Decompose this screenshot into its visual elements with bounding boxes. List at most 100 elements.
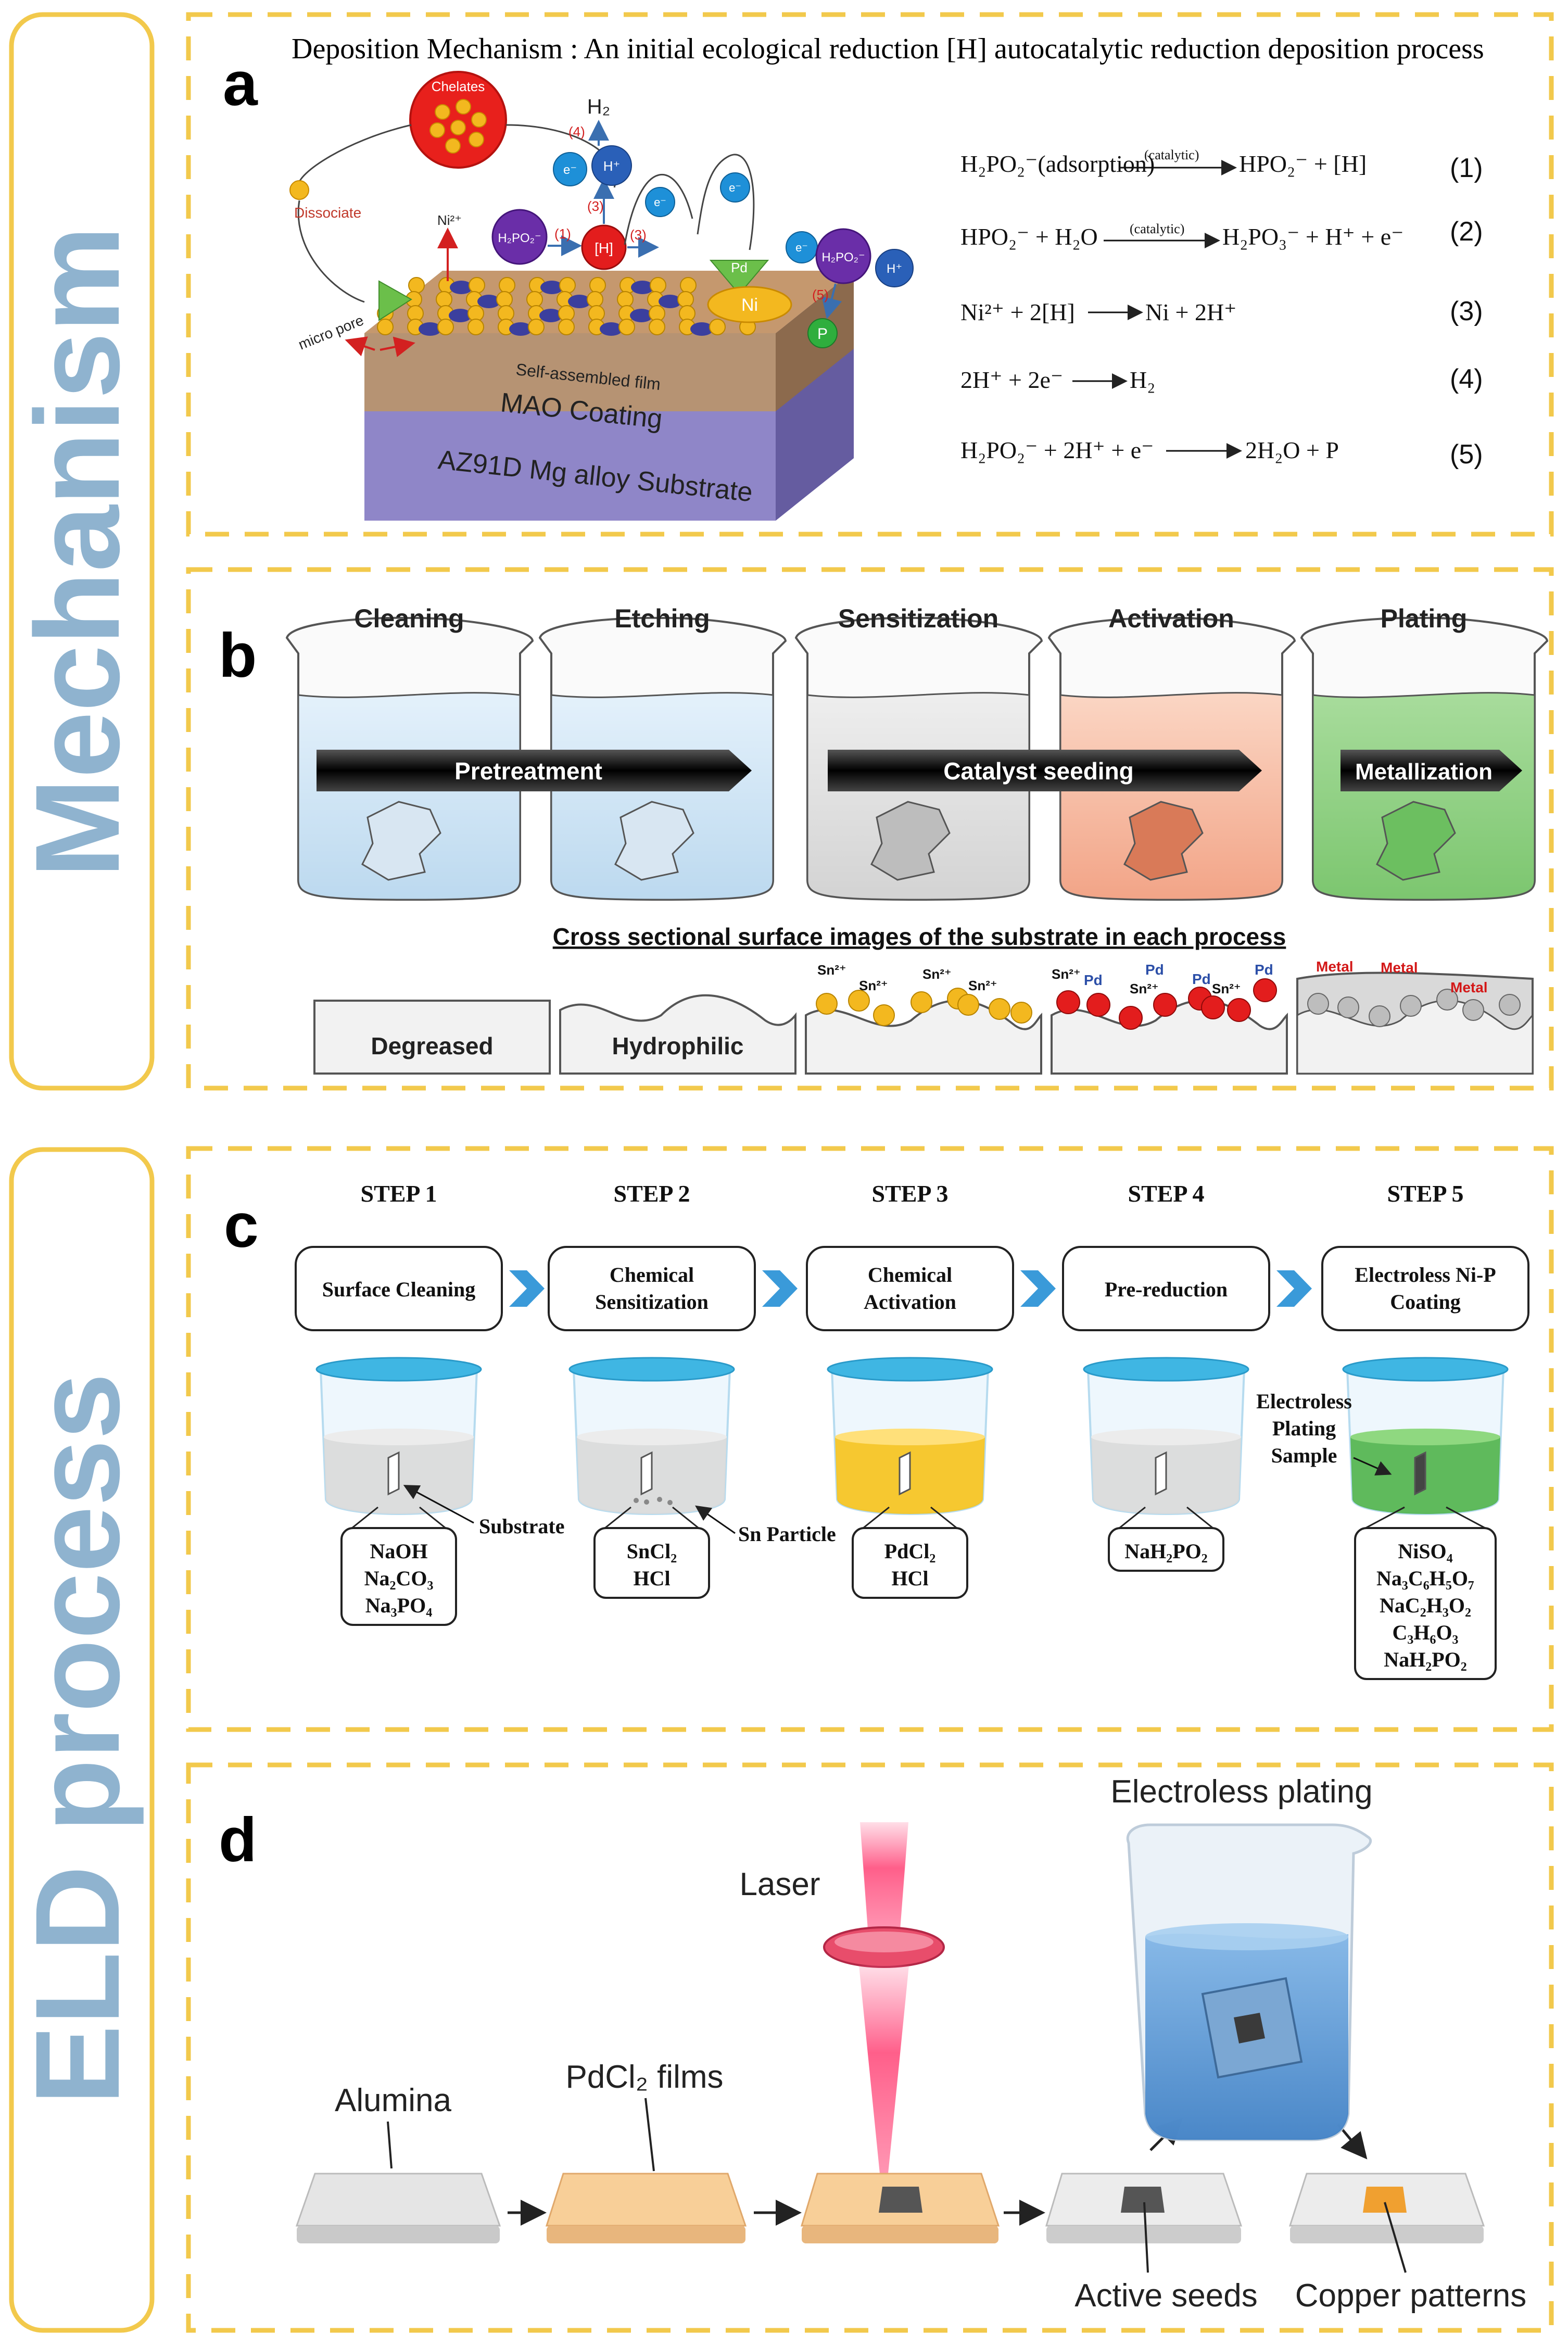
chem-connector	[930, 1506, 957, 1529]
callout-sample-1: Electroless	[1256, 1390, 1352, 1413]
hplus-cluster-label: H⁺	[887, 262, 902, 276]
chem-line: NaH₂PO₂	[1384, 1648, 1467, 1671]
hplus-top	[591, 145, 632, 186]
active-seeds-label: Active seeds	[1074, 2278, 1258, 2314]
surface-particle	[558, 319, 575, 335]
eq1-rhs: HPO₂⁻ + [H]	[1239, 150, 1367, 177]
surface-particle	[677, 291, 694, 308]
sn-label-1: Sn²⁺	[817, 962, 846, 978]
panel-d-letter: d	[219, 1805, 257, 1875]
substrate-piece	[1123, 801, 1204, 881]
cross-section-degreased: Degreased	[313, 1000, 551, 1075]
pd-nucleus	[450, 281, 473, 294]
pd-nucleus	[477, 295, 500, 308]
chem-box	[593, 1527, 710, 1599]
step-sample	[387, 1451, 400, 1496]
step-beaker-surface	[1091, 1429, 1241, 1445]
step-number: STEP 4	[1128, 1180, 1204, 1207]
eq1-over: (catalytic)	[1144, 147, 1199, 162]
metal-label-3: Metal	[1450, 979, 1488, 995]
chelate-particles	[429, 99, 487, 154]
callout-sn-particle: Sn Particle	[738, 1522, 836, 1546]
chem-connector	[1365, 1506, 1405, 1529]
step-number: STEP 3	[871, 1180, 948, 1207]
equation-1: H₂PO₂⁻(adsorption) (catalytic) HPO₂⁻ + […	[960, 147, 1483, 183]
chelates-label: Chelates	[432, 79, 485, 94]
electron-mid-label: e⁻	[654, 196, 666, 209]
green-triangle-pd	[709, 260, 769, 295]
chem-line: NaOH	[370, 1540, 427, 1563]
sn-label-7: Sn²⁺	[1212, 981, 1241, 996]
step-sample	[1155, 1451, 1167, 1496]
beaker-sample-square	[1234, 2013, 1265, 2043]
step3-label-a: (3)	[630, 227, 647, 243]
surface-particle	[589, 277, 606, 294]
callout-sample-3: Sample	[1271, 1444, 1337, 1467]
copper-pattern-square	[1363, 2187, 1407, 2213]
beaker-electroless	[1126, 1823, 1372, 2141]
panel-a-letter: a	[223, 49, 258, 119]
chem-line: PdCl₂	[884, 1540, 936, 1563]
surface-particle	[617, 291, 634, 308]
eq4-num: (4)	[1450, 364, 1483, 394]
surface-particle	[650, 277, 666, 294]
pd-nucleus	[600, 322, 623, 336]
step3-label-b: (3)	[587, 198, 604, 214]
sn-label-3: Sn²⁺	[922, 966, 952, 982]
h-atom-label: [H]	[595, 240, 613, 256]
chem-line: C₃H₆O₃	[1392, 1621, 1458, 1644]
plate-alumina	[295, 2173, 501, 2243]
pd-nucleus	[690, 322, 713, 336]
step-beaker-rim	[1342, 1357, 1509, 1382]
cross-section-activation: Sn²⁺ Pd Pd Sn²⁺ Pd Sn²⁺ Pd	[1051, 962, 1288, 1075]
step-name-line: Chemical	[610, 1263, 694, 1286]
pd-nucleus	[568, 295, 591, 308]
chem-connector	[419, 1506, 446, 1529]
chem-connector	[604, 1506, 631, 1529]
electron-top	[553, 152, 587, 186]
step-name-box	[1321, 1246, 1529, 1331]
pd-nucleus	[449, 309, 472, 322]
step-chevron-icon	[1020, 1270, 1056, 1307]
side-label-mechanism-box: Mechanism	[9, 12, 155, 1091]
hplus-cluster	[875, 249, 914, 287]
step-name-box	[548, 1246, 756, 1331]
arrow-catalyst-seeding: Catalyst seeding	[828, 750, 1262, 791]
step5-label: (5)	[812, 287, 829, 302]
electron-mid	[645, 187, 675, 217]
pd-nucleus	[539, 309, 562, 322]
hplus-top-label: H⁺	[603, 158, 621, 174]
copper-patterns-label: Copper patterns	[1295, 2278, 1527, 2314]
step-beaker-surface	[577, 1429, 727, 1445]
plate-laser	[800, 2173, 1000, 2243]
h2po2-molecule-left	[491, 209, 548, 265]
panel-a-title: Deposition Mechanism : An initial ecolog…	[292, 33, 1484, 65]
active-seed-square	[1121, 2187, 1165, 2213]
hydrophilic-label: Hydrophilic	[612, 1032, 743, 1059]
pd-nucleus	[540, 281, 563, 294]
equations: H₂PO₂⁻(adsorption) (catalytic) HPO₂⁻ + […	[960, 147, 1483, 470]
step-chevron-icon	[509, 1270, 545, 1307]
dissociate-label: Dissociate	[294, 205, 361, 221]
step-name-line: Coating	[1390, 1290, 1461, 1314]
surface-particle	[469, 277, 485, 294]
surface-particle	[408, 277, 425, 294]
pd-nucleus	[419, 322, 441, 336]
substrate-piece	[361, 801, 441, 881]
step-beaker-rim	[568, 1357, 735, 1382]
panel-b-letter: b	[219, 621, 257, 690]
metal-label-2: Metal	[1381, 960, 1418, 976]
surface-particle	[499, 277, 515, 294]
h-atom	[581, 224, 627, 270]
surface-particle	[680, 277, 697, 294]
step-beaker-surface	[324, 1429, 474, 1445]
green-triangle-left	[378, 280, 412, 321]
surface-particle	[436, 291, 452, 308]
chem-line: Na₃C₆H₅O₇	[1376, 1567, 1474, 1590]
electron-top-label: e⁻	[563, 163, 577, 177]
h2-label: H₂	[587, 95, 610, 118]
